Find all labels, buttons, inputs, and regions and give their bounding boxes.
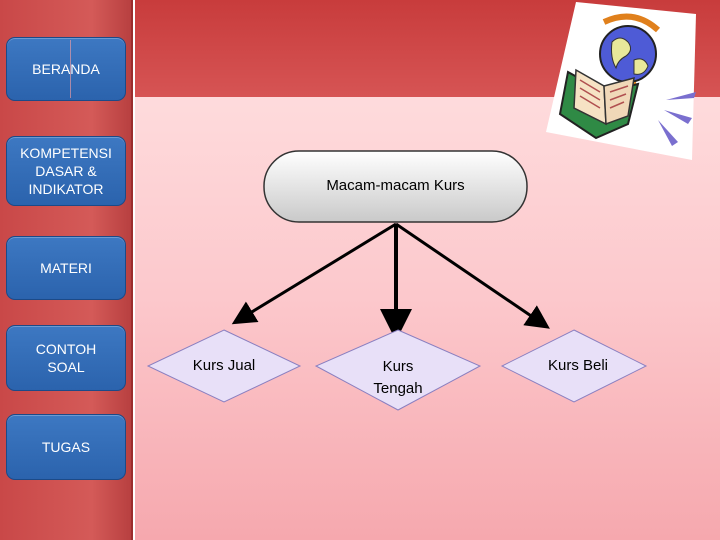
nav-contoh-soal-label: CONTOH SOAL	[35, 341, 97, 375]
connector-right	[395, 222, 550, 329]
globe-book-icon	[546, 2, 696, 160]
connector-left	[231, 222, 397, 325]
child-node-kurs-jual	[146, 329, 302, 403]
root-node-label: Macam-macam Kurs	[326, 177, 465, 194]
nav-materi-label: MATERI	[40, 260, 92, 276]
child-node-kurs-tengah	[314, 329, 482, 411]
root-node	[263, 150, 528, 223]
child-label-kurs-tengah: Kurs Tengah	[373, 358, 423, 397]
nav-kompetensi-label: KOMPETENSI DASAR & INDIKATOR	[20, 145, 112, 197]
nav-materi-button[interactable]: MATERI	[6, 236, 126, 300]
nav-contoh-soal-button[interactable]: CONTOH SOAL	[6, 325, 126, 391]
nav-tugas-button[interactable]: TUGAS	[6, 414, 126, 480]
nav-beranda-label: BERANDA	[32, 61, 100, 77]
sidebar: BERANDA KOMPETENSI DASAR & INDIKATOR MAT…	[0, 0, 133, 540]
child-node-kurs-beli	[500, 329, 648, 403]
child-label-kurs-beli: Kurs Beli	[547, 357, 609, 374]
child-label-kurs-jual: Kurs Jual	[192, 357, 256, 374]
nav-tugas-label: TUGAS	[41, 439, 91, 455]
nav-beranda-button[interactable]: BERANDA	[6, 37, 126, 101]
nav-kompetensi-button[interactable]: KOMPETENSI DASAR & INDIKATOR	[6, 136, 126, 206]
